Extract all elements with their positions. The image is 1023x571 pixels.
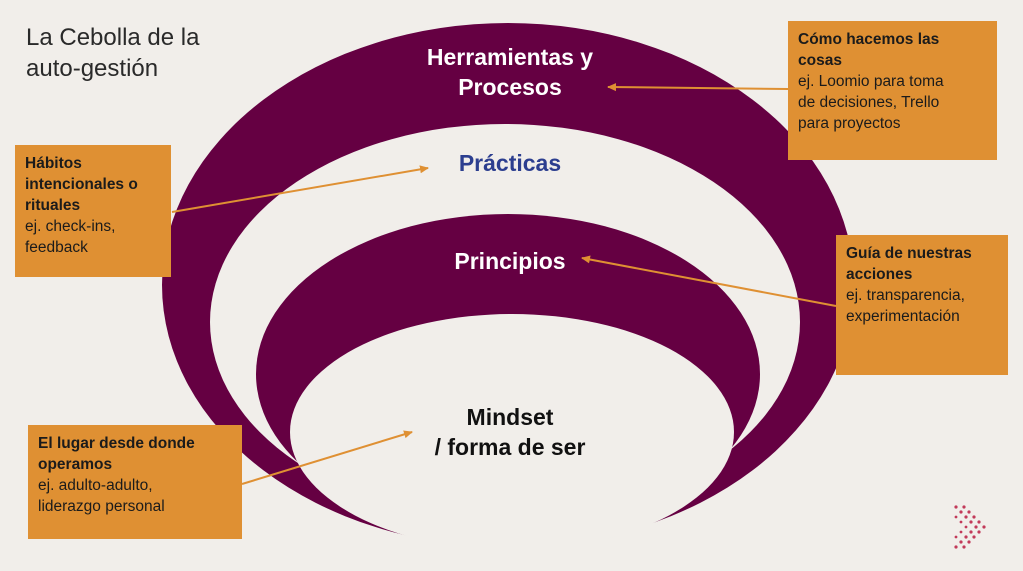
callout-practices-body-line-2: feedback	[25, 239, 88, 256]
callout-tools-body-line-3: para proyectos	[798, 115, 901, 132]
arrow-tools	[607, 83, 789, 92]
layer-label-mindset: Mindset / forma de ser	[380, 402, 640, 462]
callout-principles: Guía de nuestras acciones ej. transparen…	[836, 235, 1008, 375]
callout-principles-heading-line-2: acciones	[846, 266, 913, 283]
layer-label-tools: Herramientas y Procesos	[380, 42, 640, 102]
callout-principles-body-line-1: ej. transparencia,	[846, 287, 965, 304]
layer-mindset-line-1: Mindset	[466, 404, 554, 430]
core-mindset	[290, 314, 734, 550]
callout-practices-heading-line-3: rituales	[25, 197, 81, 214]
callout-mindset-body-line-1: ej. adulto-adulto,	[38, 477, 153, 494]
slide-title: La Cebolla de la auto-gestión	[26, 22, 266, 84]
callout-tools-heading-line-2: cosas	[798, 52, 842, 69]
callout-principles-body: ej. transparencia, experimentación	[846, 285, 998, 327]
callout-mindset-body-line-2: liderazgo personal	[38, 498, 165, 515]
layer-tools-line-2: Procesos	[458, 74, 562, 100]
callout-principles-heading: Guía de nuestras acciones	[846, 243, 998, 285]
callout-principles-heading-line-1: Guía de nuestras	[846, 245, 972, 262]
callout-mindset: El lugar desde donde operamos ej. adulto…	[28, 425, 242, 539]
layer-tools-line-1: Herramientas y	[426, 44, 594, 70]
callout-tools-heading: Cómo hacemos las cosas	[798, 29, 987, 71]
title-line-1: La Cebolla de la	[26, 24, 200, 51]
arrow-practices	[171, 165, 429, 213]
callout-practices-heading-line-1: Hábitos	[25, 155, 82, 172]
callout-practices-body-line-1: ej. check-ins,	[25, 218, 116, 235]
arrow-principles	[581, 255, 837, 307]
callout-mindset-heading: El lugar desde donde operamos	[38, 433, 232, 475]
callout-tools-body-line-2: de decisiones, Trello	[798, 94, 940, 111]
callout-practices-heading-line-2: intencionales o	[25, 176, 138, 193]
callout-tools-body-line-1: ej. Loomio para toma	[798, 73, 944, 90]
callout-mindset-body: ej. adulto-adulto, liderazgo personal	[38, 475, 232, 517]
callout-practices-heading: Hábitos intencionales o rituales	[25, 153, 161, 216]
callout-practices: Hábitos intencionales o rituales ej. che…	[15, 145, 171, 277]
callout-tools-body: ej. Loomio para toma de decisiones, Trel…	[798, 71, 987, 134]
arrow-mindset	[241, 430, 413, 485]
callout-mindset-heading-line-1: El lugar desde donde	[38, 435, 195, 452]
chevron-dots-icon	[954, 505, 986, 549]
callout-mindset-heading-line-2: operamos	[38, 456, 113, 473]
title-line-2: auto-gestión	[26, 55, 159, 82]
callout-tools-heading-line-1: Cómo hacemos las	[798, 31, 940, 48]
layer-mindset-line-2: / forma de ser	[434, 434, 586, 460]
callout-principles-body-line-2: experimentación	[846, 308, 960, 325]
layer-label-practices: Prácticas	[458, 150, 562, 176]
layer-label-principles: Principios	[454, 248, 566, 274]
callout-tools: Cómo hacemos las cosas ej. Loomio para t…	[788, 21, 997, 160]
callout-practices-body: ej. check-ins, feedback	[25, 216, 161, 258]
